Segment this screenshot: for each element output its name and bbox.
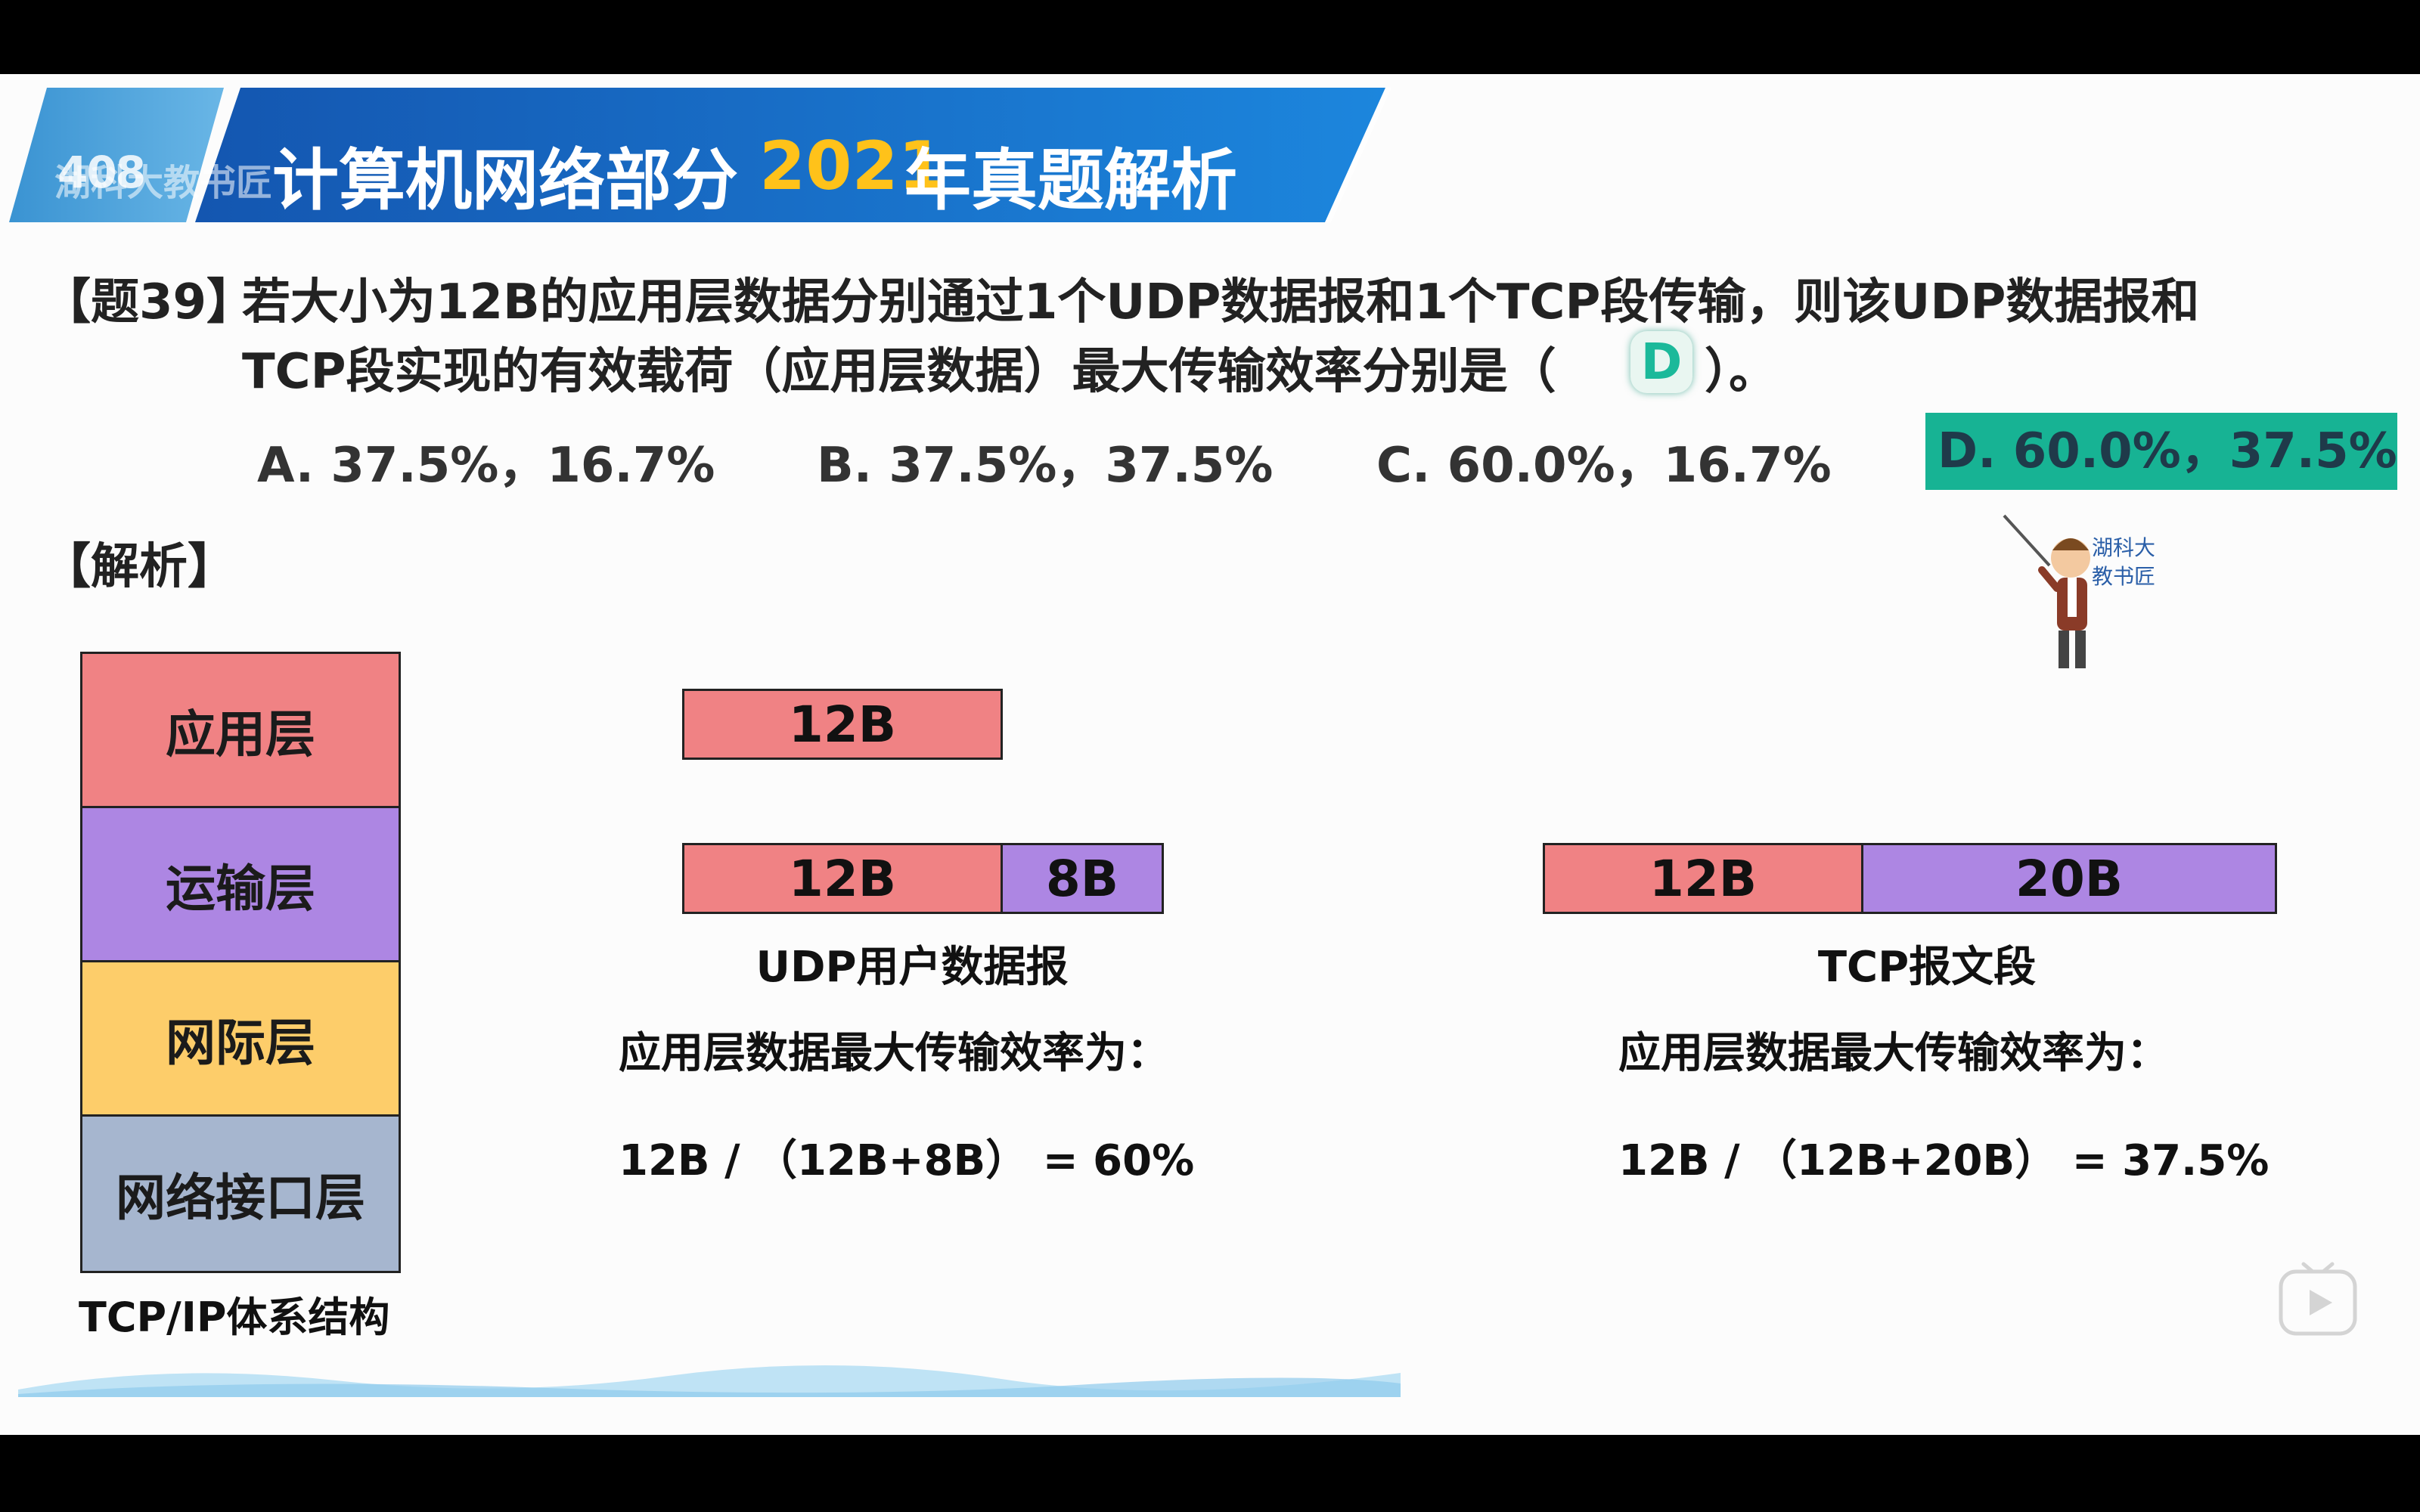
slide-title-prefix: 计算机网络部分: [272, 141, 739, 219]
tcp-header-box: 20B: [1861, 843, 2277, 914]
tcp-segment-label: TCP报文段: [1817, 943, 2037, 992]
course-tag: 408: [57, 147, 146, 198]
udp-efficiency-title: 应用层数据最大传输效率为：: [619, 1029, 1169, 1078]
tcp-efficiency-formula: 12B / （12B+20B） = 37.5%: [1618, 1136, 2270, 1185]
option-c: C. 60.0%，16.7%: [1376, 438, 1832, 494]
option-d-correct: D. 60.0%，37.5%: [1925, 413, 2397, 490]
slide-title-suffix: 年真题解析: [904, 141, 1238, 219]
layer-transport: 运输层: [82, 808, 399, 962]
layer-internet: 网际层: [82, 962, 399, 1117]
udp-efficiency-formula: 12B / （12B+8B） = 60%: [619, 1136, 1195, 1185]
udp-header-box: 8B: [1001, 843, 1164, 914]
question-number: 【题39】: [42, 274, 256, 330]
udp-data-box: 12B: [682, 843, 1003, 914]
app-data-box: 12B: [682, 689, 1003, 760]
mascot-teacher-icon: [2003, 514, 2090, 668]
course-watermark: 湖科大教书匠: [54, 162, 273, 204]
question-text-end: ）。: [1705, 344, 1777, 400]
layer-application: 应用层: [82, 654, 399, 808]
mascot-label: 湖科大 教书匠: [2092, 535, 2156, 589]
slide-title-year: 2021: [759, 127, 945, 205]
option-b: B. 37.5%，37.5%: [817, 438, 1274, 494]
layer-network-interface: 网络接口层: [82, 1117, 399, 1271]
tcpip-stack: 应用层 运输层 网际层 网络接口层: [80, 652, 401, 1273]
question-text-line1: 若大小为12B的应用层数据分别通过1个UDP数据报和1个TCP段传输，则该UDP…: [242, 274, 2200, 330]
option-a: A. 37.5%，16.7%: [257, 438, 715, 494]
slide: 408 湖科大教书匠 计算机网络部分 2021 年真题解析 【题39】 若大小为…: [0, 74, 2420, 1435]
question-text-line2: TCP段实现的有效载荷（应用层数据）最大传输效率分别是（: [242, 344, 1556, 400]
analysis-heading: 【解析】: [42, 539, 236, 595]
play-icon[interactable]: [2276, 1261, 2360, 1344]
footer-wave-decoration: [18, 1365, 1401, 1397]
udp-datagram-label: UDP用户数据报: [755, 943, 1069, 992]
tcp-data-box: 12B: [1543, 843, 1863, 914]
answer-badge: D: [1630, 331, 1692, 393]
stack-caption: TCP/IP体系结构: [79, 1294, 390, 1341]
header-band: [9, 88, 1392, 222]
tcp-efficiency-title: 应用层数据最大传输效率为：: [1618, 1029, 2169, 1078]
